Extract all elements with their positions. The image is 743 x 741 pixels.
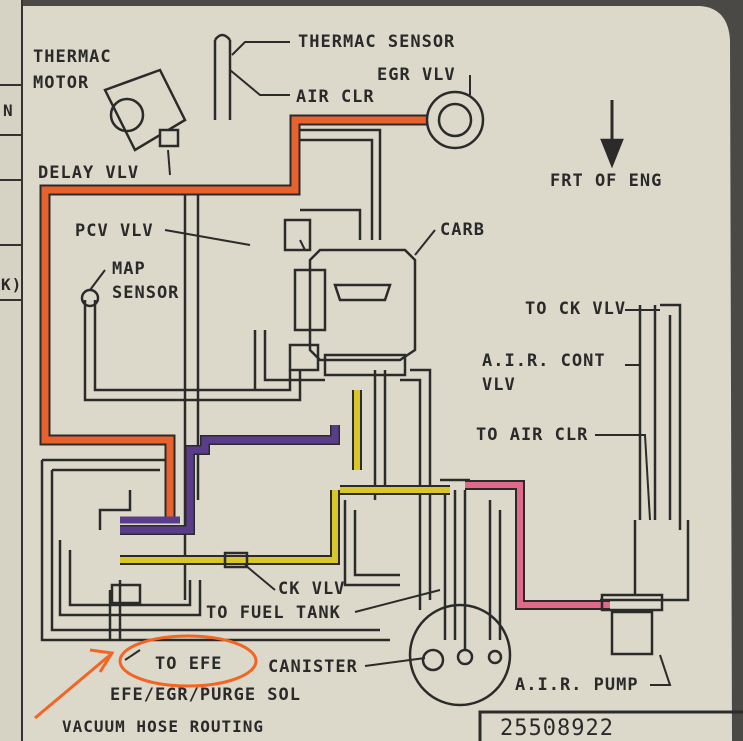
- yellow-hose: [120, 390, 450, 565]
- label-to-fuel-tank: TO FUEL TANK: [206, 603, 341, 623]
- label-map-sensor-line1: MAP: [112, 259, 146, 279]
- label-delay-vlv: DELAY VLV: [38, 163, 140, 183]
- label-air-pump: A.I.R. PUMP: [515, 675, 639, 695]
- label-thermac-motor-line1: THERMAC: [33, 47, 112, 67]
- label-efe-egr-purge-sol: EFE/EGR/PURGE SOL: [110, 685, 301, 705]
- label-thermac-motor-line2: MOTOR: [33, 73, 90, 93]
- label-egr-vlv: EGR VLV: [377, 65, 456, 85]
- label-pcv-vlv: PCV VLV: [75, 221, 154, 241]
- label-to-ck-vlv: TO CK VLV: [525, 299, 627, 319]
- label-vacuum-hose-routing: VACUUM HOSE ROUTING: [62, 717, 265, 736]
- label-map-sensor-line2: SENSOR: [112, 283, 180, 303]
- label-air-cont-vlv-line1: A.I.R. CONT: [482, 351, 606, 371]
- label-frt-of-eng: FRT OF ENG: [550, 171, 663, 191]
- label-left-edge-k: K): [1, 275, 23, 294]
- label-part-number: 25508922: [500, 716, 614, 741]
- label-to-air-clr: TO AIR CLR: [476, 425, 589, 445]
- label-air-cont-vlv-line2: VLV: [482, 375, 516, 395]
- label-carb: CARB: [440, 220, 485, 240]
- label-air-clr: AIR CLR: [296, 87, 375, 107]
- leader-lines: [89, 41, 672, 686]
- components: [80, 68, 743, 741]
- pink-hose: [465, 480, 610, 610]
- label-thermac-sensor: THERMAC SENSOR: [298, 32, 456, 52]
- label-ck-vlv: CK VLV: [278, 579, 346, 599]
- left-edge-boxes: [0, 0, 23, 741]
- annotation-marks: [34, 634, 258, 720]
- purple-hose: [120, 425, 340, 535]
- label-canister: CANISTER: [268, 657, 358, 677]
- orange-hose: [39, 114, 430, 520]
- label-to-efe: TO EFE: [155, 654, 223, 674]
- label-left-edge-n: N: [3, 101, 14, 120]
